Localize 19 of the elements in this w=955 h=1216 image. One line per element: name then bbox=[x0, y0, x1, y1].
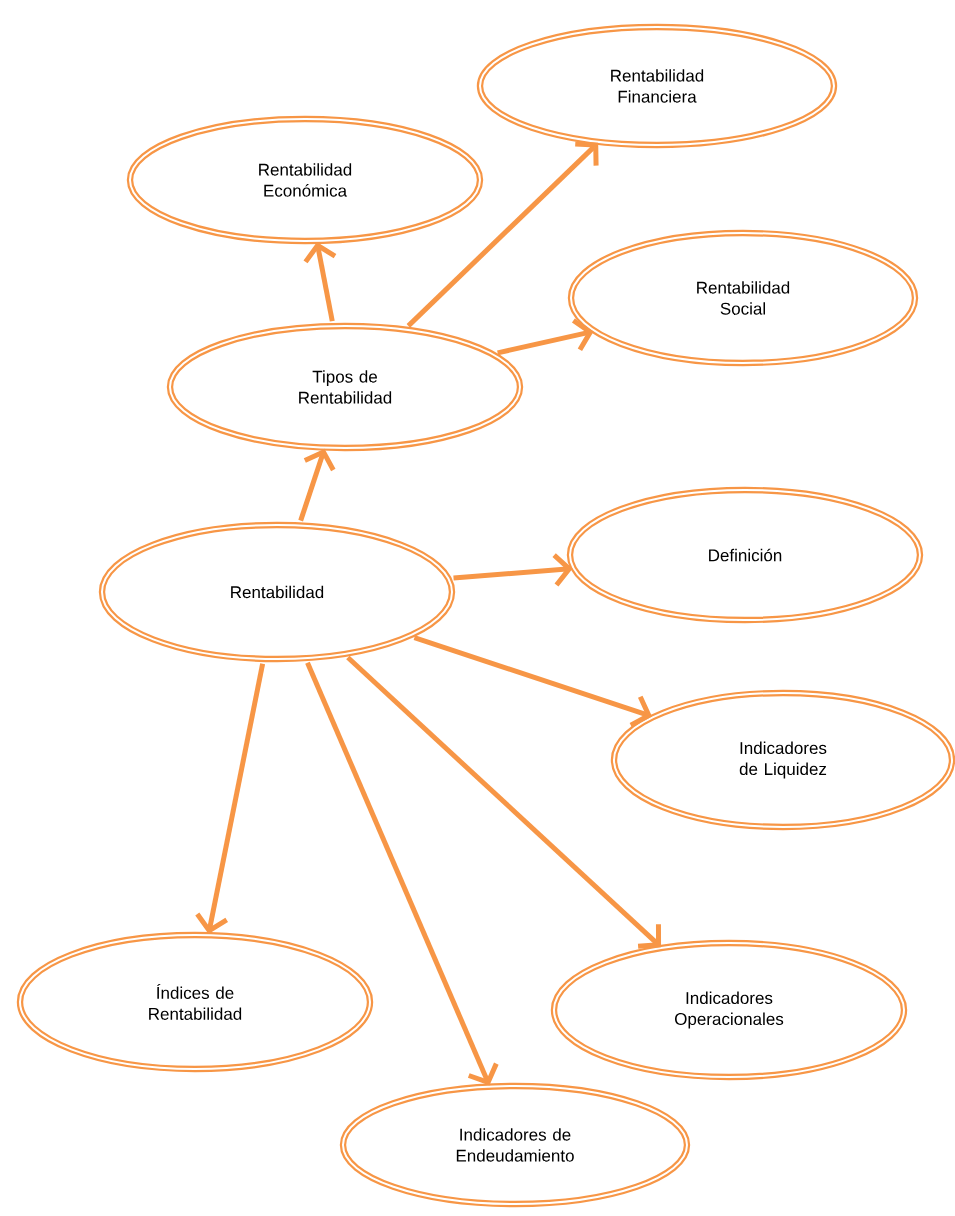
arrow bbox=[413, 635, 653, 728]
ellipse-node: Rentabilidad Social bbox=[567, 229, 919, 367]
arrow bbox=[195, 663, 266, 935]
ellipse-node: Definición bbox=[566, 486, 924, 624]
arrow bbox=[406, 141, 599, 328]
ellipse-node: Rentabilidad Económica bbox=[126, 115, 484, 245]
ellipse-node: Indicadores Operacionales bbox=[550, 939, 908, 1081]
ellipse-node: Indicadores de Liquidez bbox=[610, 689, 955, 831]
ellipse-node: Indicadores de Endeudamiento bbox=[339, 1082, 691, 1208]
ellipse-node: Rentabilidad bbox=[98, 521, 456, 663]
arrow bbox=[303, 241, 337, 322]
arrow bbox=[497, 318, 594, 356]
arrow bbox=[298, 448, 336, 522]
ellipse-node: Índices de Rentabilidad bbox=[16, 931, 374, 1073]
arrow bbox=[305, 661, 499, 1086]
arrow bbox=[346, 655, 662, 949]
ellipse-node: Tipos de Rentabilidad bbox=[166, 322, 524, 452]
ellipse-node: Rentabilidad Financiera bbox=[476, 23, 838, 149]
arrow bbox=[453, 553, 573, 587]
